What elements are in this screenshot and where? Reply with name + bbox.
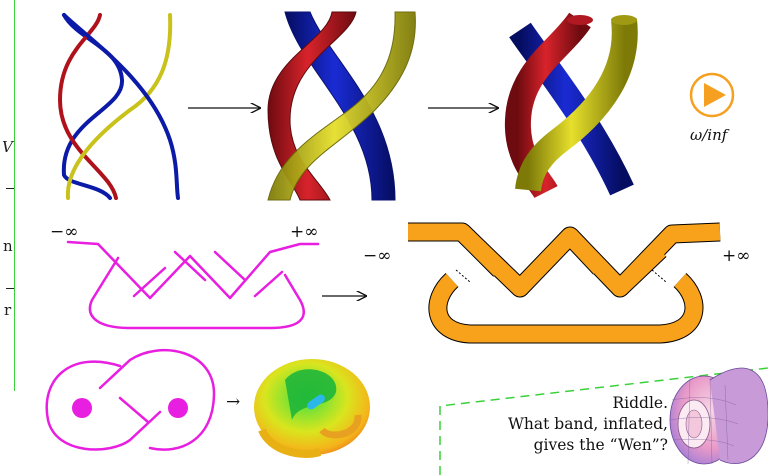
play-caption: ω/inf xyxy=(690,126,728,144)
riddle-line-2: What band, inflated, xyxy=(507,415,668,433)
side-fragment-n: n xyxy=(3,237,13,255)
magenta-dot-left xyxy=(72,398,92,418)
arrow-row3: → xyxy=(226,392,241,412)
side-dash-1 xyxy=(6,188,14,189)
magenta-braid-diagram xyxy=(66,240,320,330)
side-fragment-v: V xyxy=(2,138,13,156)
play-icon xyxy=(704,83,726,107)
braid-thin xyxy=(57,13,180,200)
label-minus-infinity-left: −∞ xyxy=(50,222,79,242)
play-button[interactable] xyxy=(689,72,735,118)
braid-ribbons xyxy=(267,11,416,201)
braid-tubes xyxy=(504,12,638,199)
wen-surface xyxy=(669,367,768,465)
left-frame-edge xyxy=(0,0,15,391)
side-fragment-r: r xyxy=(4,301,12,319)
inflated-torus xyxy=(254,359,370,458)
magenta-dot-right xyxy=(168,398,188,418)
side-dash-2 xyxy=(6,288,14,289)
label-plus-infinity-left: +∞ xyxy=(290,222,319,242)
riddle-frame xyxy=(439,367,768,475)
label-minus-infinity-right: −∞ xyxy=(363,246,392,266)
riddle-text: Riddle. What band, inflated, gives the “… xyxy=(508,393,668,456)
orange-band xyxy=(408,222,721,344)
riddle-line-1: Riddle. xyxy=(612,394,668,412)
riddle-line-3: gives the “Wen”? xyxy=(533,436,668,454)
magenta-knot xyxy=(45,348,216,451)
label-plus-infinity-right: +∞ xyxy=(722,246,751,266)
